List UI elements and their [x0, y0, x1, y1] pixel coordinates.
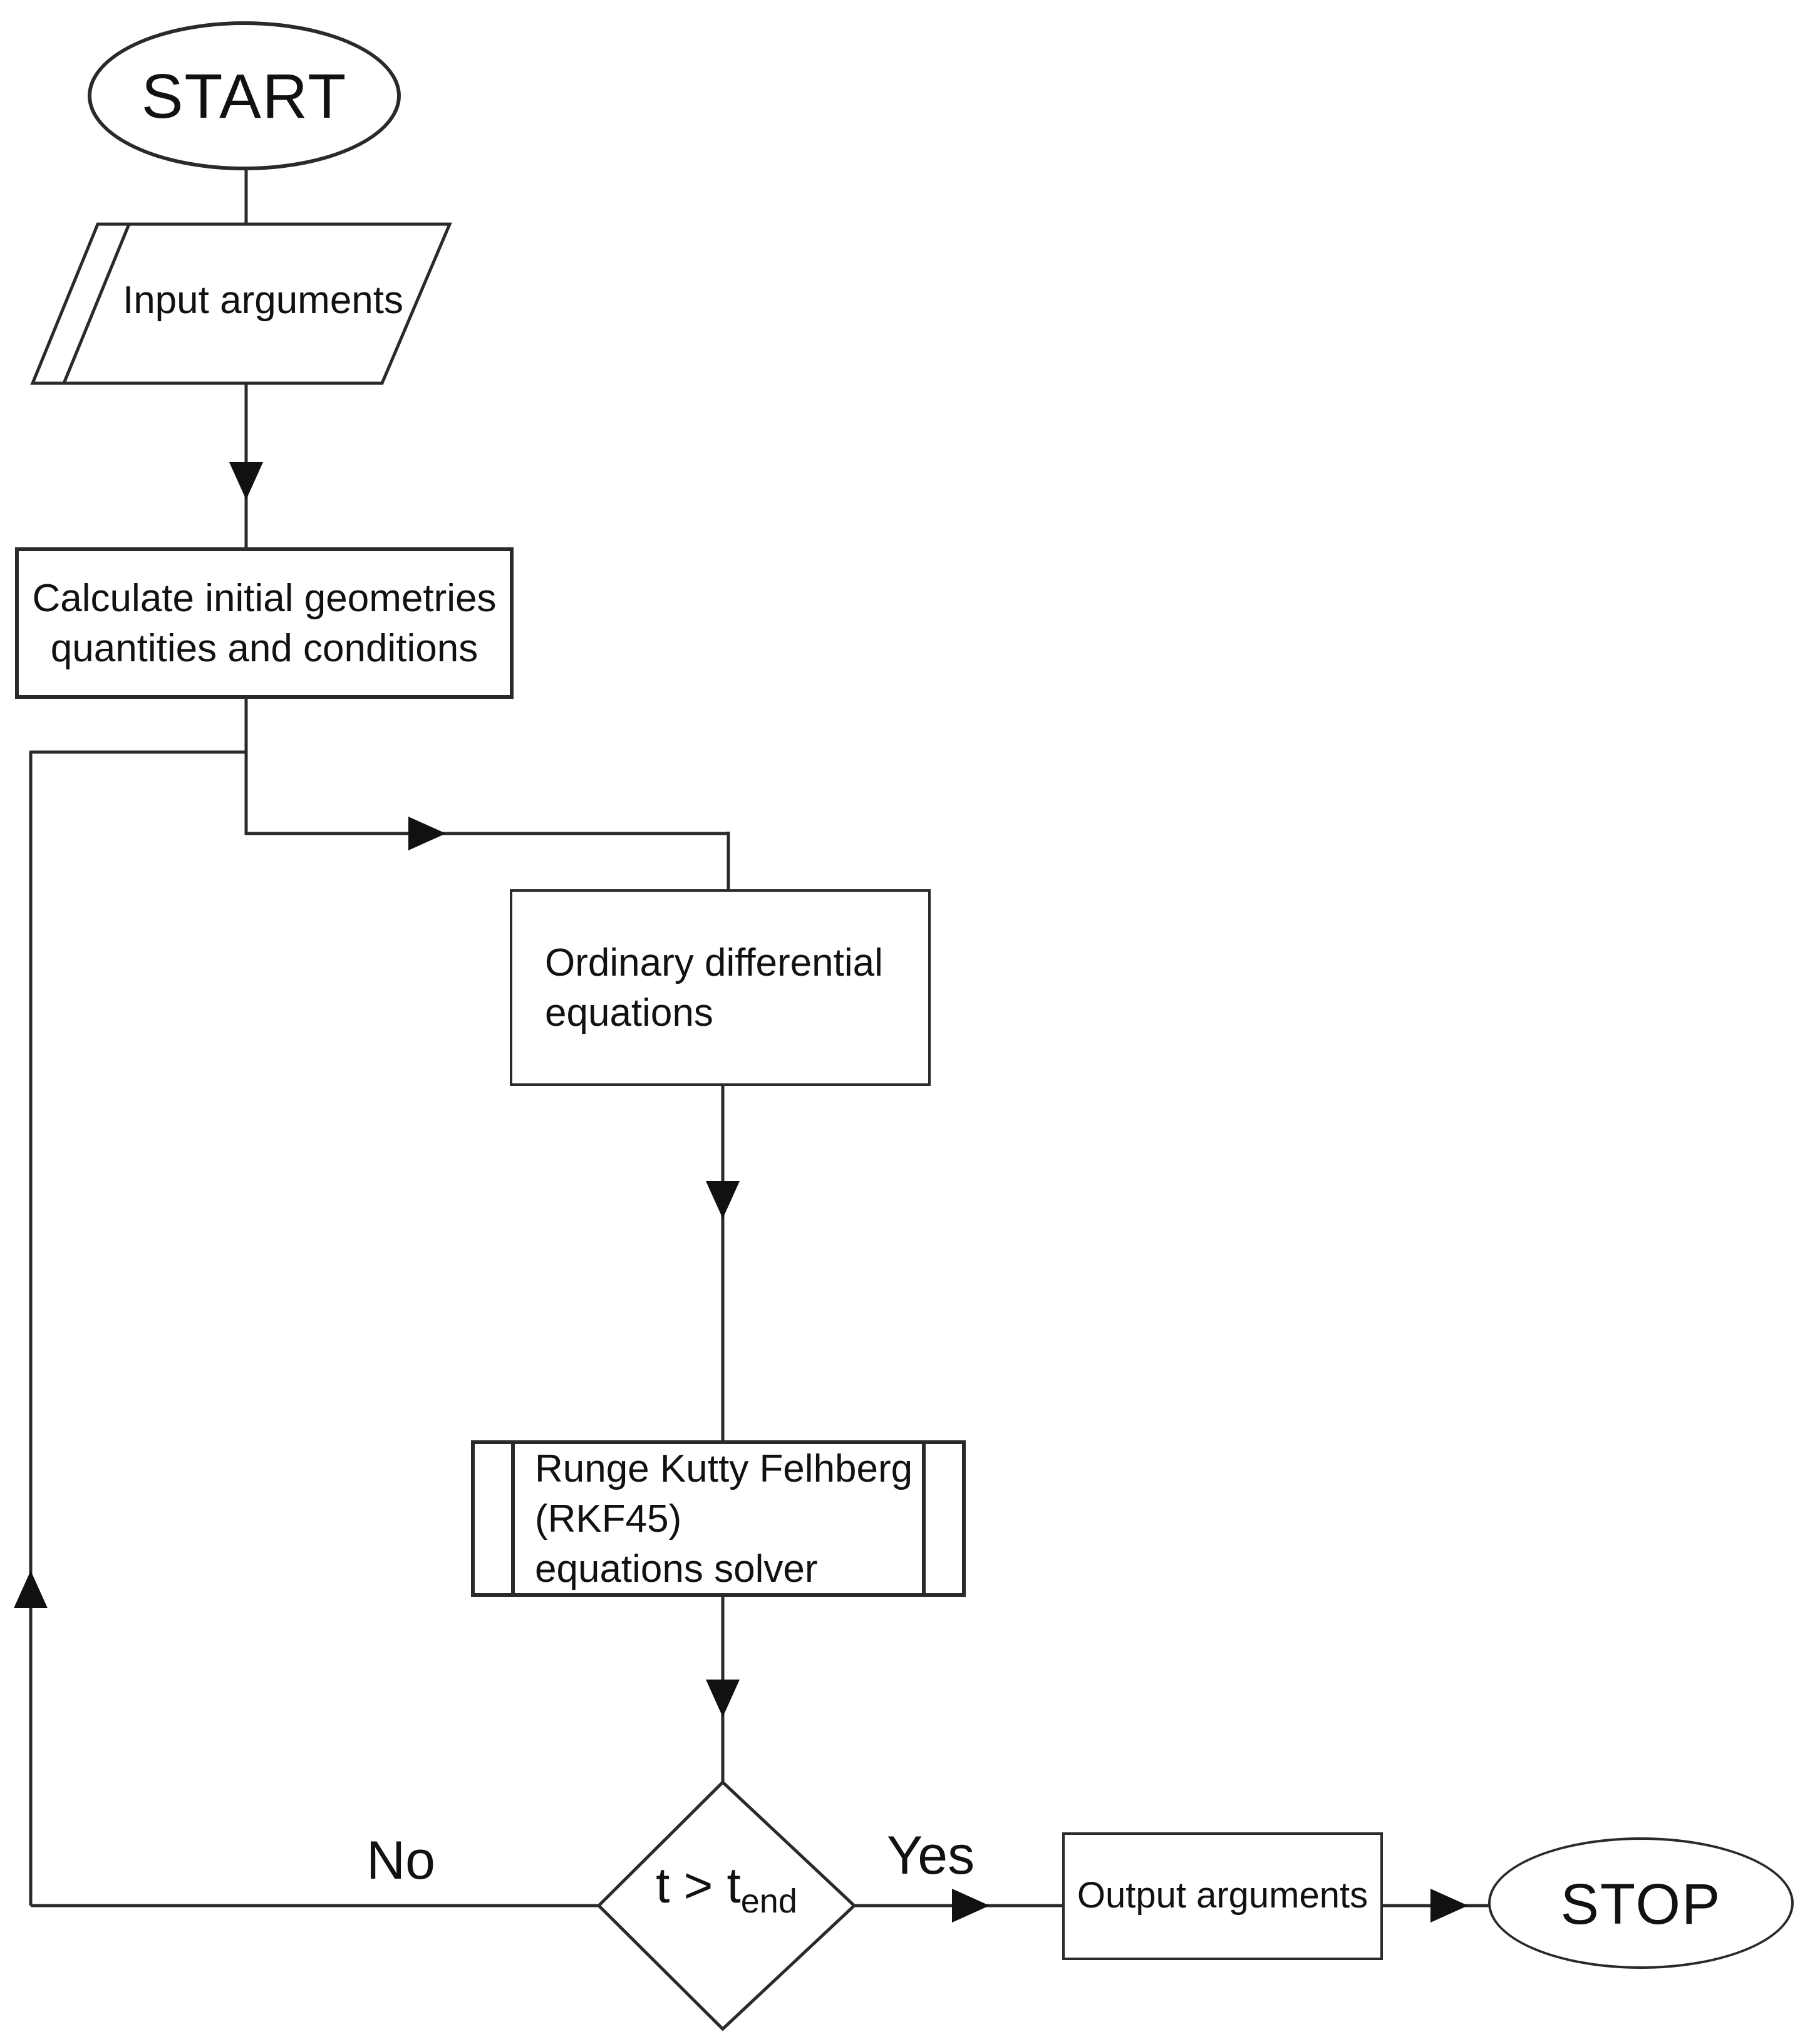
calculate-line-2: quantities and conditions	[50, 626, 478, 669]
stop-label: STOP	[1560, 1871, 1722, 1936]
calculate-line-1: Calculate initial geometries	[32, 576, 497, 619]
decision-label-main: t > t	[656, 1859, 741, 1914]
yes-edge-label: Yes	[886, 1826, 975, 1886]
arrowhead-right-icon	[408, 817, 446, 850]
no-edge-label: No	[366, 1831, 435, 1891]
rkf-line-3: equations solver	[535, 1546, 818, 1590]
start-label: START	[141, 61, 348, 131]
arrowhead-down-icon	[706, 1181, 740, 1219]
output-label: Output arguments	[1077, 1876, 1368, 1916]
rkf-line-2: (RKF45)	[535, 1496, 682, 1540]
arrowhead-up-icon	[14, 1571, 48, 1608]
calculate-process-box: Calculate initial geometries quantities …	[15, 547, 514, 699]
rkf-line-1: Runge Kutty Felhberg	[535, 1446, 913, 1490]
input-parallelogram-label: Input arguments	[122, 278, 404, 322]
arrowhead-down-icon	[706, 1680, 740, 1717]
ode-line-1: Ordinary differential	[545, 940, 883, 984]
arrowhead-down-icon	[229, 462, 263, 500]
input-parallelogram-inner-edge	[62, 224, 131, 384]
ode-process-box: Ordinary differential equations	[510, 889, 931, 1086]
rkf45-predefined-process-box: Runge Kutty Felhberg (RKF45) equations s…	[471, 1440, 966, 1597]
arrowhead-right-icon	[952, 1889, 990, 1923]
decision-label-subscript: end	[740, 1882, 797, 1920]
ode-line-2: equations	[545, 990, 713, 1034]
predefined-process-right-bar	[922, 1444, 926, 1593]
stop-terminator: STOP	[1488, 1837, 1794, 1969]
start-terminator: START	[88, 21, 401, 170]
output-process-box: Output arguments	[1062, 1832, 1383, 1960]
arrowhead-right-icon	[1430, 1889, 1468, 1923]
decision-diamond-label: t > tend	[599, 1859, 854, 1919]
input-parallelogram-shape	[30, 222, 452, 385]
decision-diamond-shape	[596, 1780, 857, 2031]
predefined-process-left-bar	[511, 1444, 515, 1593]
